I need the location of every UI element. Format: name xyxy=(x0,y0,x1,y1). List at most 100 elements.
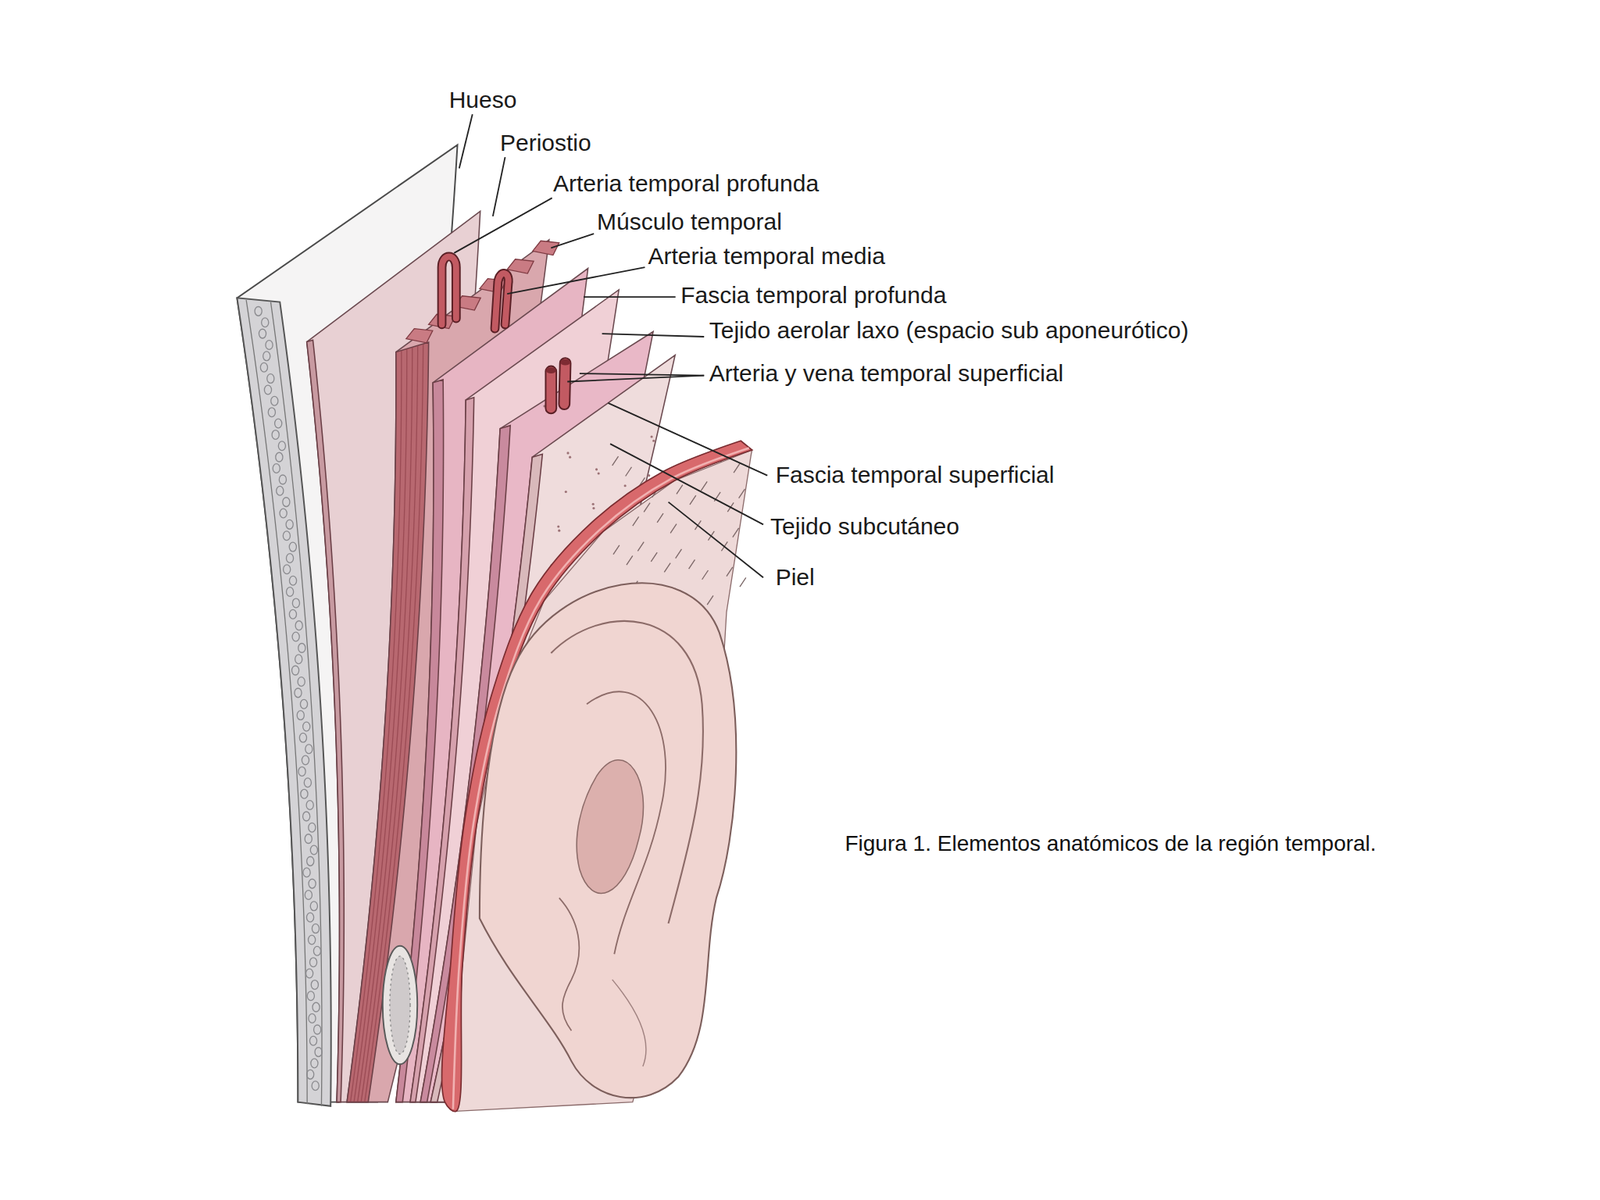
spongy-bone-cell xyxy=(289,609,297,619)
spongy-bone-cell xyxy=(264,385,272,395)
part-label: Fascia temporal superficial xyxy=(775,461,1055,488)
epidermis-line xyxy=(453,447,750,1109)
spongy-bone-cell xyxy=(303,867,311,878)
part-label: Arteria y vena temporal superficial xyxy=(709,359,1065,386)
spongy-bone-cell xyxy=(289,575,297,586)
fat-dot xyxy=(592,503,595,506)
leader-line xyxy=(507,267,645,294)
fat-dot xyxy=(592,507,595,510)
hair-strand xyxy=(726,567,733,577)
leader-line xyxy=(610,443,764,525)
hair-strand xyxy=(657,513,664,523)
spongy-bone-cell xyxy=(300,699,308,709)
leader-line xyxy=(492,157,506,217)
spongy-bone-cell xyxy=(278,475,286,485)
spongy-bone-cell xyxy=(306,800,314,811)
spongy-bone-cell xyxy=(314,1047,322,1058)
fat-dot xyxy=(568,456,572,459)
spongy-bone-cell xyxy=(300,789,308,799)
spongy-bone-cell xyxy=(307,1069,315,1079)
hair-strand xyxy=(707,595,714,605)
spongy-bone-cell xyxy=(310,901,318,911)
spongy-bone-cell xyxy=(265,340,273,350)
spongy-bone-cell xyxy=(275,452,283,462)
leader-line xyxy=(668,502,764,579)
hair-strand xyxy=(643,503,650,513)
spongy-bone-cell xyxy=(254,306,262,316)
fat-dot xyxy=(650,435,654,438)
spongy-bone-cell xyxy=(304,834,312,844)
fat-dot xyxy=(557,525,560,528)
part-label: Arteria temporal profunda xyxy=(553,169,819,196)
leader-line xyxy=(567,375,704,383)
spongy-bone-cell xyxy=(305,744,313,754)
lobule-fold xyxy=(612,979,647,1067)
zygomatic-arch-core xyxy=(389,956,411,1054)
spongy-bone-cell xyxy=(306,912,314,922)
spongy-bone-cell xyxy=(298,643,306,654)
muscle-bundle xyxy=(406,328,433,343)
hair-strand xyxy=(732,528,740,538)
spongy-bone-cell xyxy=(313,946,321,956)
leader-line xyxy=(579,373,704,376)
superficial-temporal-artery xyxy=(546,371,556,408)
spongy-bone-cell xyxy=(303,811,311,822)
spongy-bone-cell xyxy=(296,710,304,721)
fat-dot xyxy=(595,467,598,471)
hair-strand xyxy=(700,481,708,491)
hair-strand xyxy=(613,545,620,555)
spongy-bone-cell xyxy=(272,464,280,474)
part-label: Músculo temporal xyxy=(596,208,783,235)
spongy-bone-cell xyxy=(267,407,275,418)
fat-dot xyxy=(647,474,650,477)
spongy-bone-cell xyxy=(275,418,283,429)
spongy-bone-cell xyxy=(292,632,300,642)
skin-surface xyxy=(456,450,753,1111)
ear xyxy=(479,582,736,1098)
spongy-bone-cell xyxy=(295,621,303,631)
spongy-bone-cell xyxy=(303,721,311,732)
fat-dot xyxy=(557,529,561,533)
spongy-bone-cell xyxy=(279,508,287,518)
bone-cortex-line xyxy=(246,300,308,1104)
temporal-muscle-section xyxy=(346,342,429,1103)
tragus xyxy=(559,897,580,1031)
part-label: Arteria temporal media xyxy=(647,242,885,268)
deep-temporal-artery xyxy=(442,256,457,325)
muscle-fiber xyxy=(364,343,424,1102)
leader-line xyxy=(459,114,473,168)
spongy-bone-cell xyxy=(308,822,316,833)
vessel-lumen xyxy=(546,367,557,374)
middle-temporal-artery-outline xyxy=(494,273,508,329)
fat-dot xyxy=(566,451,569,454)
spongy-bone-cell xyxy=(276,485,284,496)
hair-strand xyxy=(702,570,709,580)
spongy-bone-cell xyxy=(310,845,318,855)
spongy-bone-cell xyxy=(267,374,275,384)
spongy-bone-cell xyxy=(306,968,314,979)
ear-outline xyxy=(479,582,736,1098)
figure-caption: Figura 1. Elementos anatómicos de la reg… xyxy=(844,832,1376,857)
spongy-bone-cell xyxy=(294,688,302,698)
spongy-bone-cell xyxy=(285,553,293,564)
spongy-bone-cell xyxy=(309,957,317,968)
skin-section xyxy=(442,440,753,1111)
spongy-bone-cell xyxy=(295,654,303,665)
part-label: Fascia temporal profunda xyxy=(680,282,947,308)
spongy-bone-cell xyxy=(298,767,306,777)
superficial-temporal-vein-outline xyxy=(564,363,565,404)
spongy-bone xyxy=(254,306,322,1090)
spongy-bone-cell xyxy=(312,1002,320,1012)
spongy-bone-cell xyxy=(307,856,315,866)
fat-dot xyxy=(624,484,627,487)
spongy-bone-cell xyxy=(304,890,312,900)
fat-dot xyxy=(652,439,655,443)
spongy-bone-cell xyxy=(314,1025,322,1035)
spongy-bone-cell xyxy=(285,519,293,529)
hair-strand xyxy=(689,559,696,569)
part-label: Periostio xyxy=(500,128,592,155)
muscle-bundle xyxy=(507,259,534,274)
spongy-bone-cell xyxy=(292,665,300,675)
leader-line xyxy=(453,197,552,254)
